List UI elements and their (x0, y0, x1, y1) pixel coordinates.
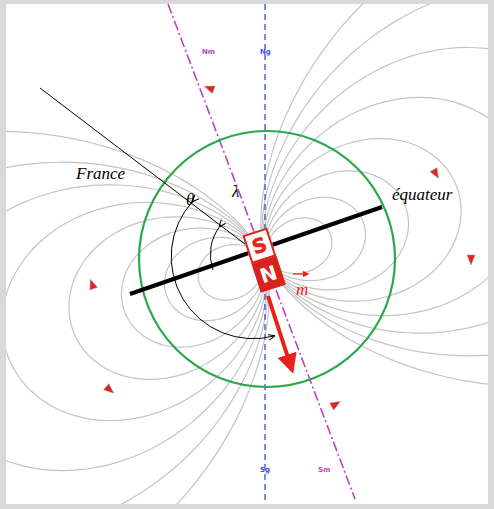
pole-label: Nm (202, 48, 215, 56)
pole-label: Sg (260, 466, 270, 474)
field-line (262, 4, 488, 356)
field-vector (268, 296, 292, 370)
field-arrow (330, 398, 343, 410)
field-line (6, 131, 269, 504)
field-arrow (87, 278, 98, 290)
equator-label: équateur (392, 185, 452, 205)
magnet: SN (242, 227, 285, 292)
field-line (6, 202, 267, 420)
field-arrow (467, 255, 475, 265)
magnetic-field-figure (6, 4, 488, 504)
pole-label: Ng (260, 48, 271, 56)
field-lines (6, 4, 488, 504)
field-arrow (203, 83, 215, 94)
angle-label: θ (186, 190, 194, 210)
north-pole: N (252, 256, 286, 293)
vector-arrow (293, 273, 308, 274)
magnetic-axis (168, 4, 355, 499)
field-arrow (104, 384, 117, 397)
field-arrows (87, 83, 475, 410)
field-line (263, 97, 488, 315)
angle-label: λ (232, 182, 239, 202)
field-line (6, 185, 267, 471)
pole-label: Sm (318, 466, 330, 474)
earth-circle (139, 131, 395, 387)
equator-line (130, 207, 382, 294)
lambda-arc (210, 226, 220, 270)
field-arrow (430, 168, 442, 181)
vector-label: m (296, 280, 308, 300)
place-label: France (76, 164, 125, 184)
france-direction (40, 88, 258, 254)
